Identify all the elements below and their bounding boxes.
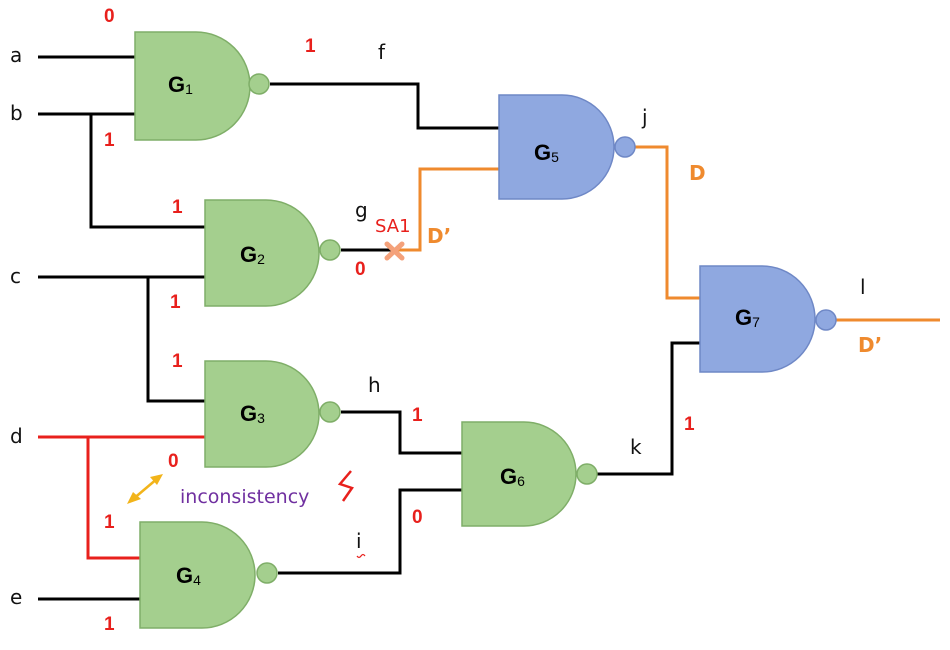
gate-g7: G7 — [699, 265, 837, 373]
inverter-bubble — [576, 463, 598, 485]
inverter-bubble — [256, 562, 278, 584]
inconsistency-label: inconsistency — [180, 486, 309, 508]
black-wires — [38, 55, 700, 601]
d-label-g: D’ — [427, 224, 451, 248]
value-g1-in-b: 1 — [104, 130, 115, 151]
gate-g6: G6 — [461, 421, 598, 527]
conflict-wires — [38, 435, 205, 560]
signal-j-label: j — [641, 105, 648, 129]
wire-c-branch — [146, 277, 205, 403]
value-g4-in-e: 1 — [104, 614, 115, 635]
gate-label: G6 — [500, 464, 525, 489]
d-label-l: D’ — [858, 333, 882, 357]
gate-g5: G5 — [498, 94, 636, 200]
d-label-j: D — [689, 161, 706, 185]
signal-k-label: k — [630, 435, 642, 459]
wire-i — [278, 488, 462, 575]
signal-g-label: g — [355, 198, 368, 222]
signal-a-label: a — [10, 43, 22, 67]
value-g6-in-i: 0 — [412, 507, 423, 528]
gate-label: G7 — [735, 305, 760, 330]
lightning-icon — [337, 470, 354, 502]
signal-f-label: f — [378, 40, 386, 64]
gate-label: G4 — [176, 563, 201, 588]
signal-e-label: e — [10, 585, 22, 609]
value-g3-in-c: 1 — [172, 351, 183, 372]
wire-b-branch — [89, 114, 205, 229]
fault-path-wires — [392, 145, 940, 322]
signal-d-label: d — [10, 424, 23, 448]
cross-icon — [384, 241, 405, 261]
gate-g3: G3 — [204, 360, 341, 468]
value-g2-in-b: 1 — [172, 197, 183, 218]
inverter-bubble — [815, 309, 837, 331]
value-g4-in-d: 1 — [104, 512, 115, 533]
signal-b-label: b — [10, 101, 23, 125]
wire-h — [341, 410, 462, 455]
inverter-bubble — [319, 239, 341, 261]
inverter-bubble — [319, 401, 341, 423]
inverter-bubble — [614, 136, 636, 158]
wire-k — [597, 341, 700, 476]
gate-g4: G4 — [139, 521, 278, 629]
value-g7-in-k: 1 — [684, 414, 695, 435]
d-labels: D’ D D’ — [427, 161, 882, 357]
value-g2-out: 0 — [355, 259, 366, 280]
gate-label: G5 — [534, 140, 559, 165]
value-g6-in-h: 1 — [412, 405, 423, 426]
inconsistency-annotation: inconsistency — [127, 470, 354, 508]
wire-j — [635, 145, 700, 300]
gate-label: G3 — [240, 401, 265, 426]
double-arrow-icon — [127, 474, 163, 504]
signal-c-label: c — [10, 264, 21, 288]
gate-label: G1 — [168, 72, 193, 97]
wire-f — [270, 82, 499, 130]
gate-g1: G1 — [134, 31, 270, 141]
wire-g-faulty — [392, 167, 499, 252]
gate-g2: G2 — [204, 199, 341, 307]
signal-i-label: i — [356, 529, 362, 553]
fault-marker: SA1 — [375, 216, 411, 261]
value-g3-in-d: 0 — [168, 451, 179, 472]
value-g1-out: 1 — [305, 36, 316, 57]
value-g1-in-a: 0 — [104, 6, 115, 27]
gate-label: G2 — [240, 242, 265, 267]
fault-label: SA1 — [375, 216, 411, 237]
spellcheck-squiggle-icon — [356, 553, 366, 559]
signal-names: a b c d e f g h i j k l — [10, 40, 866, 609]
wire-d-branch — [86, 437, 140, 560]
signal-h-label: h — [368, 373, 381, 397]
value-g2-in-c: 1 — [170, 292, 181, 313]
signal-l-label: l — [860, 275, 866, 299]
logic-values: 0 1 1 1 0 1 1 0 1 1 1 0 1 — [104, 6, 695, 635]
inverter-bubble — [248, 73, 270, 95]
